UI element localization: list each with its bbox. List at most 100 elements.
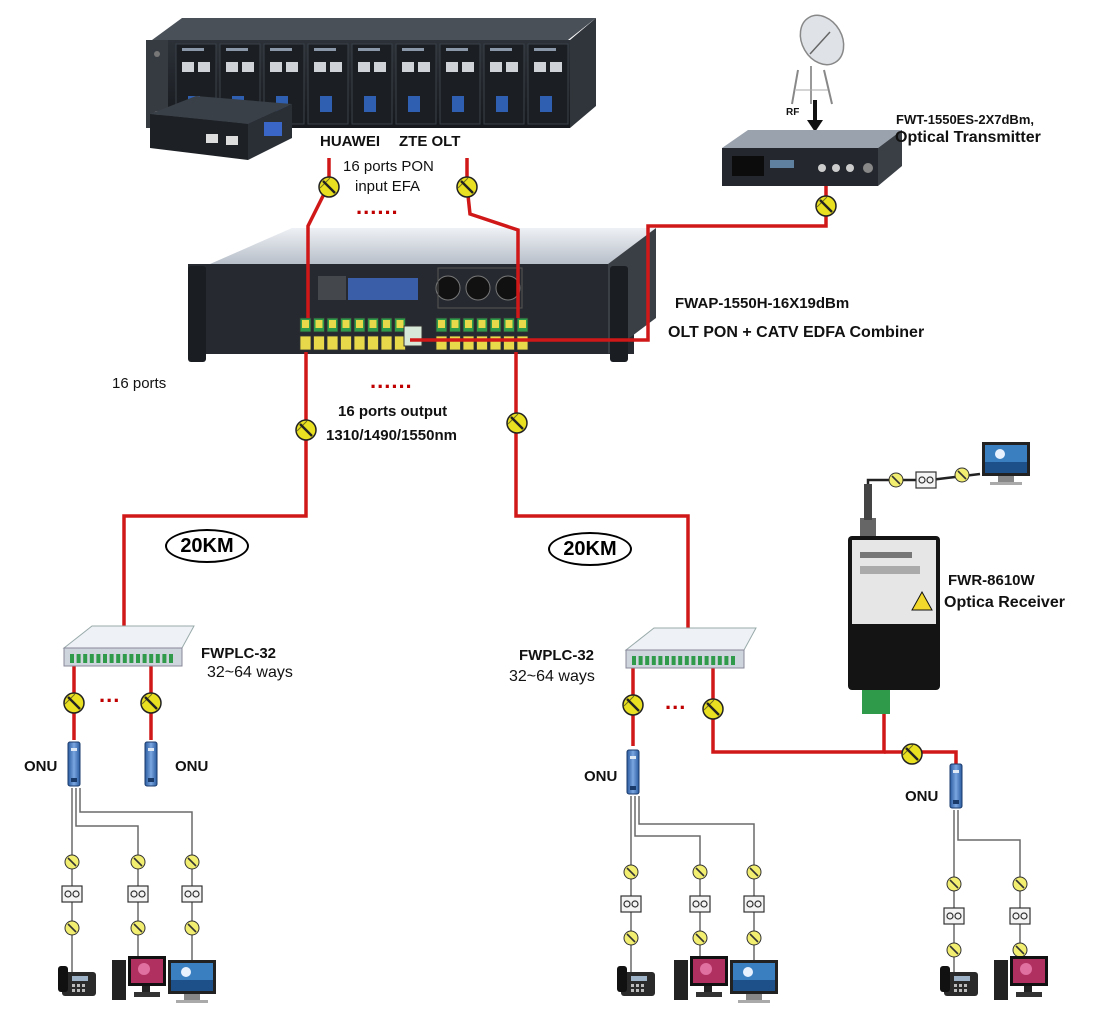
telephone-icon — [940, 966, 978, 996]
olt-card-5 — [351, 43, 393, 125]
splitter-port — [638, 656, 643, 665]
input-ports-ellipsis: ...... — [356, 194, 399, 219]
plc-splitter-right — [624, 627, 757, 669]
splitter-port — [684, 656, 689, 665]
output-ports-ellipsis: ...... — [370, 368, 413, 393]
distance-left-badge: 20KM — [165, 529, 249, 563]
fiber-links — [72, 158, 958, 764]
splitter-port — [116, 654, 121, 663]
wall-socket-icon — [689, 895, 711, 913]
distance-left-text: 20KM — [180, 534, 234, 557]
wall-socket-icon — [943, 907, 965, 925]
telephone-icon — [58, 966, 96, 996]
splitter-port — [704, 656, 709, 665]
splitter-left-model-label: FWPLC-32 — [201, 645, 276, 662]
olt-card-4 — [307, 43, 349, 125]
onu-icon-4 — [949, 763, 963, 809]
desktop-pc-icon — [674, 956, 728, 1000]
output-line2-label: 1310/1490/1550nm — [326, 427, 457, 444]
splitter-port — [103, 654, 107, 663]
splitter-port — [731, 656, 735, 665]
splitter-port — [136, 654, 140, 663]
splitter-port — [155, 654, 160, 663]
edfa-combiner-icon — [188, 228, 656, 362]
onu-icon-1 — [67, 741, 81, 787]
terminal-endpoints — [58, 854, 1048, 1003]
olt-left-label: HUAWEI — [320, 133, 380, 150]
splitter-port — [122, 654, 127, 663]
tv-monitor-icon — [168, 960, 216, 1003]
transmitter-name-label: Optical Transmitter — [895, 129, 1041, 146]
fiber-connector-icon — [946, 876, 962, 892]
onu-label-2: ONU — [175, 758, 209, 775]
edfa-port — [449, 335, 461, 351]
receiver-name-label: Optica Receiver — [944, 594, 1065, 611]
onu-label-4: ONU — [905, 788, 939, 805]
terminal-column-1 — [58, 854, 96, 996]
splitter-port — [632, 656, 636, 665]
splitter-port — [83, 654, 88, 663]
splitter-port — [89, 654, 94, 663]
fiber-connector-icon — [64, 920, 80, 936]
onu-label-3: ONU — [584, 768, 618, 785]
rf-label: RF — [786, 107, 800, 118]
splitter-port — [142, 654, 147, 663]
splitter-port — [724, 656, 729, 665]
transmitter-model-label: FWT-1550ES-2X7dBm, — [896, 112, 1034, 127]
splitter-port — [169, 654, 173, 663]
terminal-column-2 — [112, 854, 166, 1000]
rack-olt-icon — [146, 18, 596, 128]
terminal-column-4 — [617, 864, 655, 996]
olt-card-9 — [527, 43, 569, 125]
olt-card-6 — [395, 43, 437, 125]
olt-small-box-icon — [150, 96, 292, 160]
edfa-port — [503, 335, 515, 351]
edfa-port — [380, 335, 393, 351]
wall-socket-icon — [127, 885, 149, 903]
edfa-port — [462, 335, 475, 351]
satellite-dish-icon — [791, 14, 845, 105]
fiber-connector-icon — [623, 930, 639, 946]
fiber-connector-icon — [746, 864, 762, 880]
desktop-pc-icon — [994, 956, 1048, 1000]
fiber-connector-icon — [130, 854, 146, 870]
splitter-right-ellipsis: ... — [665, 689, 687, 714]
fiber-connector-icon — [946, 942, 962, 958]
splitter-right-model-label: FWPLC-32 — [519, 647, 594, 664]
fiber-connector-icon — [64, 854, 80, 870]
terminal-column-7 — [940, 876, 978, 996]
splitter-port — [129, 654, 134, 663]
splitter-port — [645, 656, 650, 665]
splitter-port — [717, 656, 722, 665]
edfa-port — [299, 335, 312, 351]
rf-arrow — [807, 100, 823, 132]
splitter-port — [678, 656, 683, 665]
splitter-right-ways-label: 32~64 ways — [509, 668, 595, 685]
splitter-port — [70, 654, 74, 663]
tv-monitor-icon — [730, 960, 778, 1003]
optical-transmitter-icon — [722, 130, 902, 186]
edfa-port — [353, 335, 366, 351]
wall-socket-icon — [181, 885, 203, 903]
fiber-connector-icon — [623, 864, 639, 880]
fiber-connector-icon — [692, 864, 708, 880]
splitter-port — [698, 656, 702, 665]
wall-socket-icon — [1009, 907, 1031, 925]
distance-right-badge: 20KM — [548, 532, 632, 566]
onu-icon-3 — [626, 749, 640, 795]
fiber-connector-icon — [184, 854, 200, 870]
splitter-left-ways-label: 32~64 ways — [207, 664, 293, 681]
splitter-port — [76, 654, 81, 663]
distance-right-text: 20KM — [563, 537, 617, 560]
edfa-port — [340, 335, 352, 351]
onu-icon-2 — [144, 741, 158, 787]
fiber-connector-icon — [184, 920, 200, 936]
receiver-model-label: FWR-8610W — [948, 572, 1035, 589]
fiber-connector-icon — [130, 920, 146, 936]
edfa-port — [476, 335, 488, 351]
pon-input-line2: input EFA — [355, 178, 421, 195]
splitter-port — [671, 656, 676, 665]
edfa-name-label: OLT PON + CATV EDFA Combiner — [668, 324, 925, 341]
